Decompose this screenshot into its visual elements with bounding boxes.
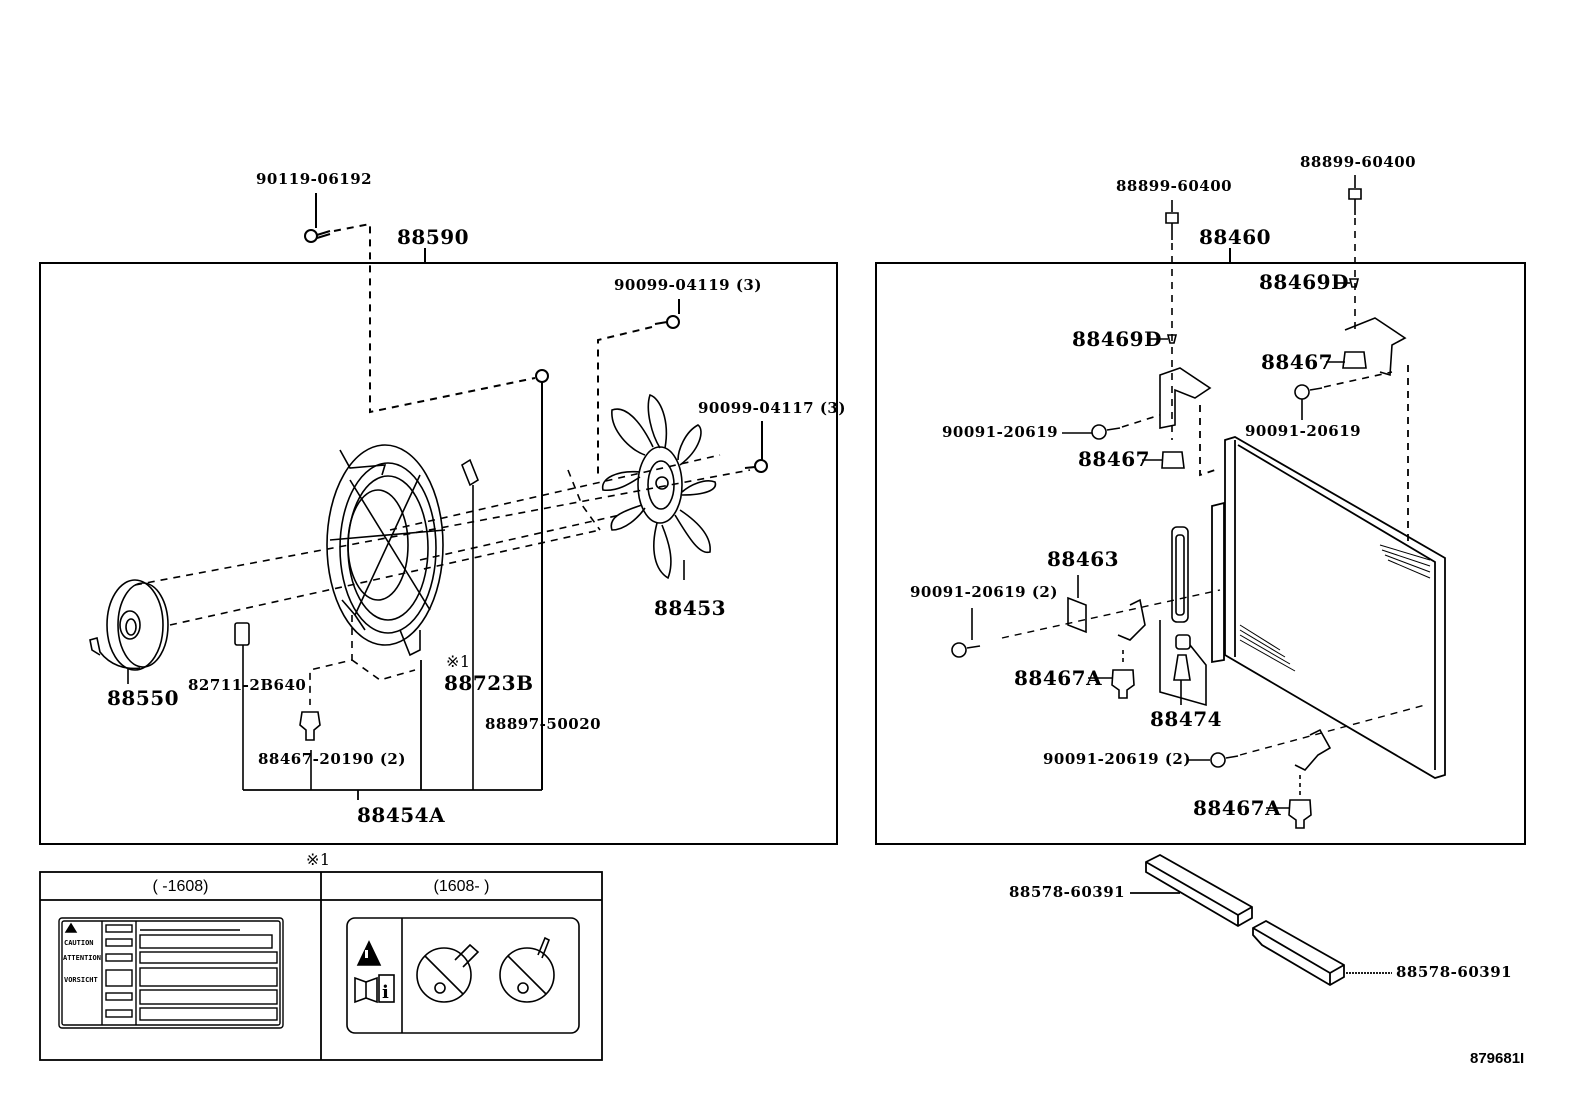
assembly-label-88460[interactable]: 88460 xyxy=(1199,225,1272,249)
part-label-88899-60400-left[interactable]: 88899-60400 xyxy=(1116,177,1233,195)
part-label-88467A-left[interactable]: 88467A xyxy=(1014,666,1103,690)
part-label-88474[interactable]: 88474 xyxy=(1150,707,1223,731)
fan-blade-icon xyxy=(602,394,717,580)
fan-shroud-icon xyxy=(326,444,446,657)
bolt-88899-left-icon xyxy=(1165,200,1179,440)
screw-90091-upper-icon xyxy=(1062,371,1393,440)
part-label-90091-20619-lower[interactable]: 90091-20619 (2) xyxy=(1043,750,1191,768)
label-table-header-new: (1608- ) xyxy=(433,878,490,895)
part-label-90091-20619-upper-left[interactable]: 90091-20619 xyxy=(942,423,1059,441)
part-label-88467-20190[interactable]: 88467-20190 (2) xyxy=(258,750,406,768)
part-label-88467-upper-left[interactable]: 88467 xyxy=(1078,447,1151,471)
label-variant-table xyxy=(39,871,603,1061)
part-label-88469D-right[interactable]: 88469D xyxy=(1259,270,1349,294)
screw-90119-icon xyxy=(304,193,536,414)
upper-bracket-icon xyxy=(1159,317,1407,429)
part-label-88550[interactable]: 88550 xyxy=(107,686,180,710)
part-label-88463[interactable]: 88463 xyxy=(1047,547,1120,571)
part-label-90099-04117[interactable]: 90099-04117 (3) xyxy=(698,399,846,417)
part-label-88578-60391-right[interactable]: 88578-60391 xyxy=(1396,963,1513,981)
label-plate-icon xyxy=(461,458,479,790)
part-label-90091-20619-mid[interactable]: 90091-20619 (2) xyxy=(910,583,1058,601)
part-label-82711-2B640[interactable]: 82711-2B640 xyxy=(188,676,307,694)
bolt-88899-right-icon xyxy=(1348,175,1362,330)
label-table-header-old: ( -1608) xyxy=(152,878,209,895)
part-label-88578-60391-left[interactable]: 88578-60391 xyxy=(1009,883,1126,901)
lower-bracket-icon xyxy=(1188,704,1426,829)
assembly-88454a-bracket xyxy=(243,660,542,800)
right-panel-frame xyxy=(875,262,1526,845)
svg-text:i: i xyxy=(382,982,389,1003)
part-label-88454A[interactable]: 88454A xyxy=(357,803,446,827)
projection-lines xyxy=(134,454,751,705)
pictogram-label-new-icon: i xyxy=(346,917,580,1034)
part-label-88453[interactable]: 88453 xyxy=(654,596,727,620)
manual-book-icon: i xyxy=(354,974,395,1004)
caution-label-old-icon xyxy=(58,917,284,1029)
nut-icon xyxy=(535,369,549,790)
part-label-88469D-left[interactable]: 88469D xyxy=(1072,327,1162,351)
cushion-88467-icon xyxy=(1142,351,1367,469)
nut-90099-04119-icon xyxy=(597,299,680,475)
receiver-icon xyxy=(1159,526,1207,707)
assembly-label-88590[interactable]: 88590 xyxy=(397,225,470,249)
stud-88469d-icon xyxy=(1148,278,1360,344)
part-label-88723B[interactable]: 88723B xyxy=(444,671,534,695)
old-label-row-caution: CAUTION xyxy=(64,939,94,947)
figure-id: 879681I xyxy=(1470,1050,1525,1067)
part-label-88467-upper-right[interactable]: 88467 xyxy=(1261,350,1334,374)
label-note-marker: ※1 xyxy=(446,652,471,671)
part-label-90119-06192[interactable]: 90119-06192 xyxy=(256,170,373,188)
bracket-88463-icon xyxy=(951,575,1221,699)
part-label-88897-50020[interactable]: 88897-50020 xyxy=(485,715,602,733)
no-touch-fan-icon xyxy=(416,943,480,1003)
old-label-row-attention: ATTENTION xyxy=(63,954,101,962)
old-label-row-vorsicht: VORSICHT xyxy=(64,976,98,984)
cushion-88467-20190-icon xyxy=(299,711,321,790)
condenser-icon xyxy=(1199,365,1446,779)
label-table-note: ※1 xyxy=(306,850,331,869)
seal-icon xyxy=(1130,853,1392,987)
part-label-88899-60400-right[interactable]: 88899-60400 xyxy=(1300,153,1417,171)
warning-triangle-icon xyxy=(356,940,382,966)
part-label-90091-20619-upper-right[interactable]: 90091-20619 xyxy=(1245,422,1362,440)
part-label-88467A-bottom[interactable]: 88467A xyxy=(1193,796,1282,820)
no-tool-fan-icon xyxy=(499,936,555,1003)
fan-motor-icon xyxy=(89,579,169,684)
part-label-90099-04119[interactable]: 90099-04119 (3) xyxy=(614,276,762,294)
nut-90099-04117-icon xyxy=(744,421,768,473)
left-panel-frame xyxy=(39,262,838,845)
clip-icon xyxy=(234,622,250,790)
